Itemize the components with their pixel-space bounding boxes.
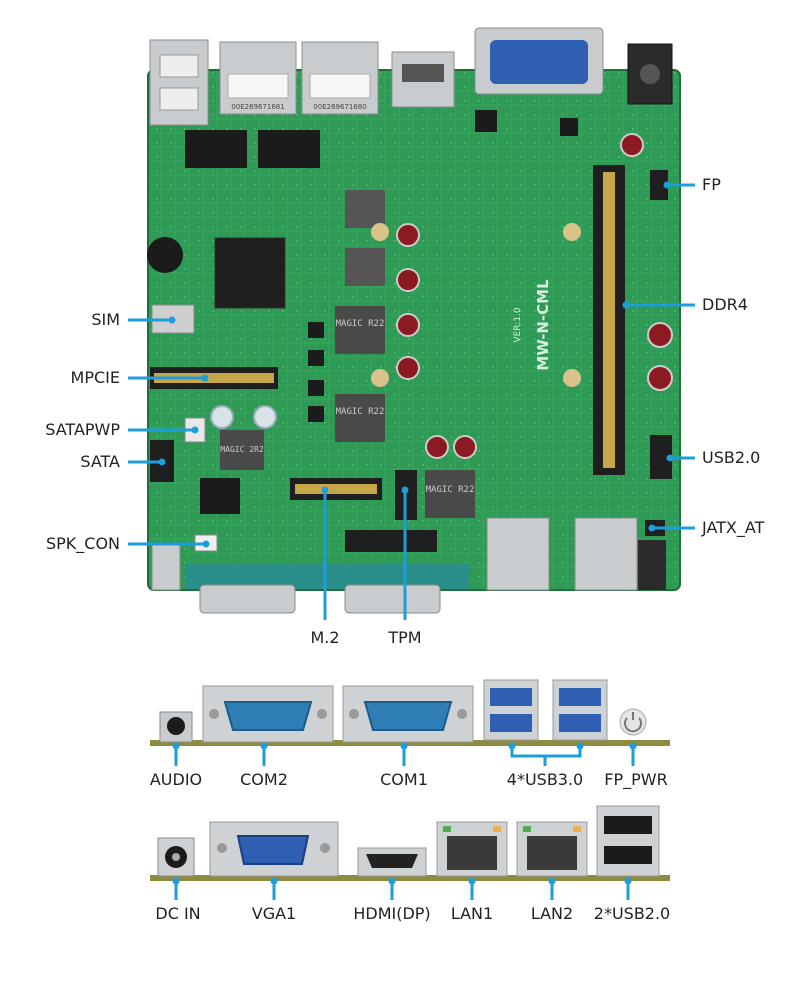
capacitor (453, 435, 477, 459)
capacitor (647, 365, 673, 391)
label-hdmi: HDMI(DP) (353, 904, 431, 923)
inductor-4-text: MAGIC 2R2 (220, 445, 264, 454)
label-lan2: LAN2 (530, 904, 574, 923)
fp-header (650, 170, 668, 200)
pin-headers (345, 530, 437, 552)
capacitor (647, 322, 673, 348)
label-m2: M.2 (310, 628, 340, 647)
label-usb30: 4*USB3.0 (506, 770, 584, 789)
mount-hole (371, 369, 389, 387)
io-rail-top (150, 740, 670, 746)
inductor-2-text: MAGIC R22 (336, 407, 385, 417)
io-panel-top (150, 679, 670, 746)
capacitor (425, 435, 449, 459)
capacitor (396, 268, 420, 292)
mac-label-1: 00E269671681 (231, 103, 284, 111)
label-usb20x2: 2*USB2.0 (593, 904, 671, 923)
label-spk-con: SPK_CON (45, 534, 120, 553)
capacitor (620, 133, 644, 157)
mac-label-2: 00E269671680 (313, 103, 366, 111)
bottom-edge-connectors (151, 517, 666, 614)
io-chip (214, 237, 286, 309)
inductor-1 (335, 306, 385, 354)
lan-transformer-2 (258, 130, 320, 168)
label-sata: SATA (80, 452, 120, 471)
label-fp: FP (702, 175, 721, 194)
label-sim: SIM (91, 310, 120, 329)
label-usb20: USB2.0 (702, 448, 761, 467)
usb30-stack-a (486, 517, 550, 591)
io-bottom-callouts (172, 877, 632, 900)
io-rail-bottom (150, 875, 670, 881)
inductor-2 (335, 394, 385, 442)
usb-stack-top (149, 39, 209, 126)
inductor-1-text: MAGIC R22 (336, 319, 385, 329)
inductor-a (345, 190, 385, 228)
inductor-3 (425, 470, 475, 518)
mount-hole (371, 223, 389, 241)
label-dc-in: DC IN (155, 904, 201, 923)
label-jatx-at: JATX_AT (702, 518, 765, 537)
capacitor-solid (253, 405, 277, 429)
top-connectors: 00E269671681 00E269671680 (149, 27, 673, 126)
capacitor (396, 313, 420, 337)
label-lan1: LAN1 (450, 904, 494, 923)
pcb-components: MAGIC R22 MAGIC R22 MAGIC R22 MAGIC 2R2 (147, 110, 673, 518)
board-model-silkscreen: MW-N-CML (534, 279, 552, 371)
capacitor (396, 223, 420, 247)
lan-transformer-1 (185, 130, 247, 168)
label-ddr4: DDR4 (702, 295, 748, 314)
inductor-b (345, 248, 385, 286)
label-com2: COM2 (240, 770, 288, 789)
label-fp-pwr: FP_PWR (604, 770, 668, 789)
buzzer (147, 237, 183, 273)
capacitor-solid (210, 405, 234, 429)
label-com1: COM1 (380, 770, 428, 789)
io-top-callouts (172, 742, 637, 766)
mount-hole (563, 369, 581, 387)
label-audio: AUDIO (149, 770, 203, 789)
label-satapwp: SATAPWP (45, 420, 120, 439)
board-callouts (128, 181, 695, 620)
label-mpcie: MPCIE (70, 368, 120, 387)
io-panel-bottom (150, 805, 670, 881)
capacitor (396, 356, 420, 380)
mount-hole (563, 223, 581, 241)
usb30-stack-b (574, 517, 638, 591)
inductor-4 (220, 430, 264, 470)
inductor-3-text: MAGIC R22 (426, 485, 475, 495)
usb20-header (650, 435, 672, 479)
label-vga1: VGA1 (251, 904, 297, 923)
audio-codec (200, 478, 240, 514)
board-version-silkscreen: VER:1.0 (513, 307, 523, 342)
label-tpm: TPM (388, 628, 422, 647)
